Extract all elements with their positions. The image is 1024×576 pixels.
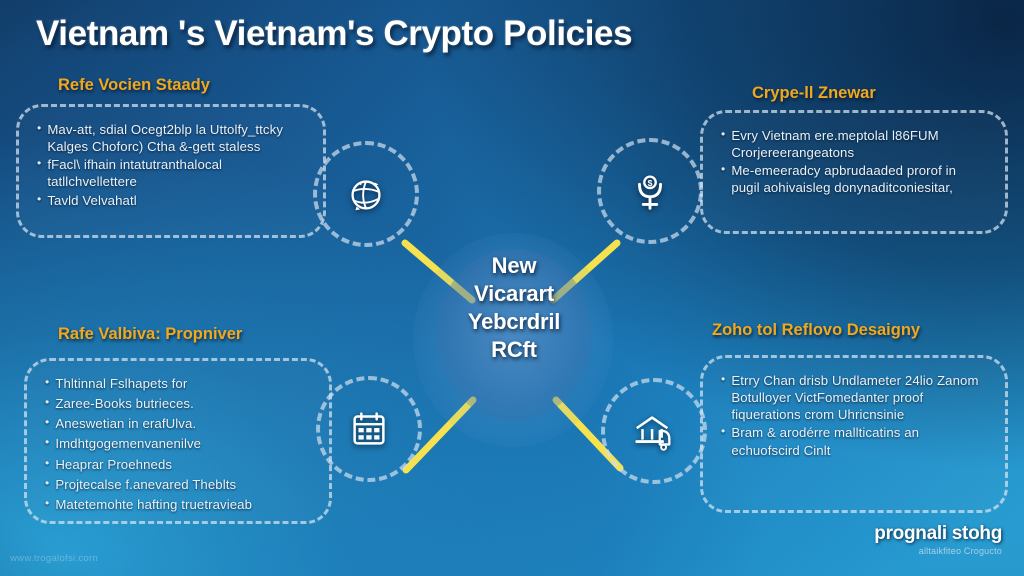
list-item: • Projtecalse f.anevared Theblts [45,476,311,493]
bullet-text: Projtecalse f.anevared Theblts [55,476,237,492]
section-heading-bottom-right: Zoho tol Reflovo Desaigny [712,321,921,339]
bullet-text: fFacl\ ifhain intatutranthalocal tatllch… [47,157,223,190]
hub-line-1: New [491,253,537,278]
bullet-text: Zaree-Books butrieces. [55,396,194,412]
bullet-list: • Etrry Chan drisb Undlameter 24lio Zanom… [721,372,987,459]
bullet-dot: • [721,127,726,141]
bullet-text: Heaprar Proehneds [55,456,173,472]
bullet-dot: • [721,372,726,386]
list-item: • Mav-att, sdial Ocegt2blp la Uttolfy_ttc… [37,121,305,155]
icon-circle-bottom-left [316,376,422,482]
bullet-list: • Thltinnal Fslhapets for • Zaree-Books bu… [45,375,311,513]
bullet-text: Aneswetian in erafUlva. [55,416,197,432]
list-item: • Zaree-Books butrieces. [45,395,311,412]
globe-icon [351,180,381,211]
list-item: • Bram & arodérre mallticatins an echuofs… [721,424,987,458]
logo-name: prognali stohg [874,523,1002,544]
list-item: • Thltinnal Fslhapets for [45,375,311,392]
bullet-dot: • [45,375,50,389]
bullet-text: Evry Vietnam ere.meptolal l86FUM Crorjer… [731,128,939,161]
list-item: • Matetemohte hafting truetravieab [45,496,311,513]
bullet-text: Bram & arodérre mallticatins an echuofsc… [731,425,920,458]
hub-line-3: Yebcrdril [467,308,561,334]
section-heading-top-right: Crype-ll Znewar [752,84,876,102]
card-bottom-left: • Thltinnal Fslhapets for • Zaree-Books bu… [24,358,332,524]
section-heading-top-left: Refe Vocien Staady [58,76,210,94]
bullet-dot: • [45,415,50,430]
page-title: Vietnam 's Vietnam's Crypto Policies [36,14,633,53]
bullet-dot: • [37,121,42,135]
bullet-text: Etrry Chan drisb Undlameter 24lio Zanom … [731,373,979,423]
list-item: • Tavld Velvahatl [37,192,305,209]
list-item: • Heaprar Proehneds [45,456,311,473]
icon-circle-top-left [313,141,419,247]
hub-line-2: Vicarart [474,280,554,306]
hub-line-4: RCft [491,336,537,362]
bullet-text: Imdhtgogemenvanenilve [55,436,202,452]
bullet-dot: • [45,495,50,510]
bullet-dot: • [721,424,726,439]
logo-tagline: alltaikfiteo Crogucto [918,546,1002,556]
list-item: • Aneswetian in erafUlva. [45,415,311,432]
calendar-grid-icon [353,412,385,445]
bullet-text: Tavld Velvahatl [47,192,137,208]
bullet-dot: • [45,475,50,490]
bullet-dot: • [45,435,50,450]
bullet-list: • Mav-att, sdial Ocegt2blp la Uttolfy_ttc… [37,121,305,209]
svg-text:$: $ [648,178,653,188]
watermark-url: www.trogalofsi.corn [10,553,99,564]
bullet-dot: • [45,455,50,470]
bullet-dot: • [37,191,42,206]
bullet-text: Matetemohte hafting truetravieab [55,496,253,512]
section-heading-bottom-left: Rafe Valbiva: Propniver [58,325,243,343]
hub-ring [436,249,592,421]
brand-logo: prognali stohg alltaikfiteo Crogucto [874,523,1002,556]
card-top-left: • Mav-att, sdial Ocegt2blp la Uttolfy_ttc… [16,104,326,238]
bullet-text: Me-emeeradcy apbrudaaded prorof in pugil… [731,163,957,196]
bullet-dot: • [721,162,726,177]
icon-circle-top-right: $ [597,138,703,244]
card-top-right: • Evry Vietnam ere.meptolal l86FUM Crorje… [700,110,1008,234]
list-item: • fFacl\ ifhain intatutranthalocal tatllc… [37,156,305,190]
list-item: • Evry Vietnam ere.meptolal l86FUM Crorje… [721,127,987,161]
bullet-text: Thltinnal Fslhapets for [55,376,188,391]
bullet-text: Mav-att, sdial Ocegt2blp la Uttolfy_ttck… [47,122,284,155]
dollar-magnifier-icon: $ [638,175,662,210]
list-item: • Etrry Chan drisb Undlameter 24lio Zanom… [721,372,987,423]
bullet-dot: • [37,156,42,171]
list-item: • Me-emeeradcy apbrudaaded prorof in pugi… [721,162,987,196]
hub-label: New Vicarart Yebcrdril RCft [424,252,604,364]
icon-circle-bottom-right [601,378,707,484]
list-item: • Imdhtgogemenvanenilve [45,435,311,452]
bank-building-icon [635,416,671,451]
card-bottom-right: • Etrry Chan drisb Undlameter 24lio Zanom… [700,355,1008,513]
bullet-list: • Evry Vietnam ere.meptolal l86FUM Crorje… [721,127,987,197]
bullet-dot: • [45,395,50,410]
